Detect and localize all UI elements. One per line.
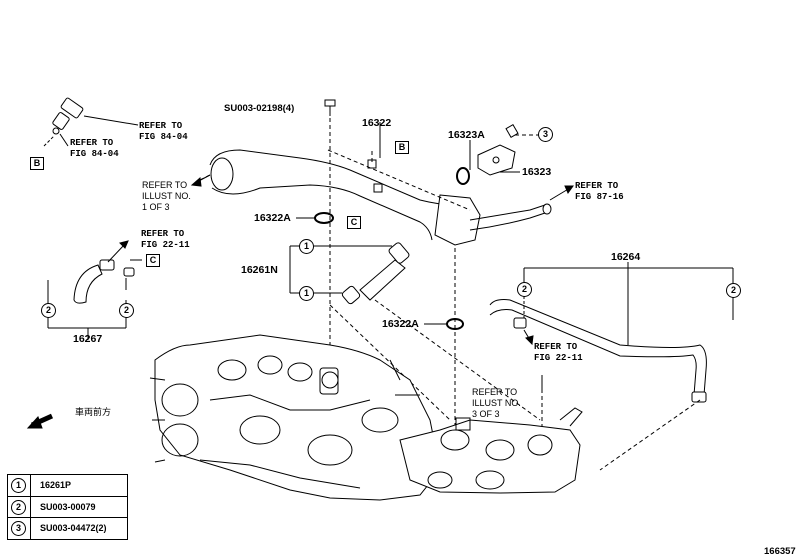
pipe-16264-illustration: [489, 262, 734, 403]
legend-part: 16261P: [40, 480, 72, 490]
part-16323a-label: 16323A: [448, 129, 485, 141]
legend-row: 1 16261P: [8, 475, 127, 496]
engine-block-illustration: [149, 334, 583, 501]
part-16264-label: 16264: [611, 251, 641, 263]
view-c-hose-box: C: [146, 254, 160, 267]
part-16322-label: 16322: [362, 117, 392, 129]
legend-table: 1 16261P 2 SU003-00079 3 SU003-04472(2): [7, 474, 128, 540]
sensor-illustration: [43, 97, 139, 147]
callout-1-lower: 1: [299, 286, 314, 301]
legend-part: SU003-00079: [40, 502, 96, 512]
view-c-pipe-box: C: [347, 216, 361, 229]
view-b-pipe-box: B: [395, 141, 409, 154]
part-16261n-label: 16261N: [241, 264, 278, 276]
bolt-part-label: SU003-02198(4): [224, 103, 295, 114]
cover-plate-illustration: [456, 123, 519, 185]
bolt-illustration: [324, 99, 336, 116]
part-16322a-upper-label: 16322A: [254, 212, 291, 224]
callout-3: 3: [538, 127, 553, 142]
solid-leaders: [296, 122, 520, 325]
legend-row: 2 SU003-00079: [8, 496, 127, 518]
gasket-upper: [314, 212, 334, 224]
vehicle-front-label: 車両前方: [75, 408, 112, 418]
figure-number: 166357: [764, 546, 796, 557]
legend-part: SU003-04472(2): [40, 523, 107, 533]
hose-16261n-illustration: [289, 242, 410, 305]
view-b-left-box: B: [30, 157, 44, 170]
legend-callout: 3: [11, 521, 26, 536]
callout-2-left-a: 2: [41, 303, 56, 318]
part-16323-label: 16323: [522, 166, 552, 178]
callout-2-left-b: 2: [119, 303, 134, 318]
callout-1-upper: 1: [299, 239, 314, 254]
water-pipe-illustration: [209, 149, 552, 246]
reference-arrows: [26, 174, 574, 429]
part-16267-label: 16267: [73, 333, 103, 345]
hose-16267-illustration: [47, 259, 142, 340]
legend-callout: 2: [11, 500, 26, 515]
part-16322a-middle-label: 16322A: [382, 318, 419, 330]
legend-row: 3 SU003-04472(2): [8, 517, 127, 539]
callout-2-right-b: 2: [726, 283, 741, 298]
callout-2-right-a: 2: [517, 282, 532, 297]
legend-callout: 1: [11, 478, 26, 493]
